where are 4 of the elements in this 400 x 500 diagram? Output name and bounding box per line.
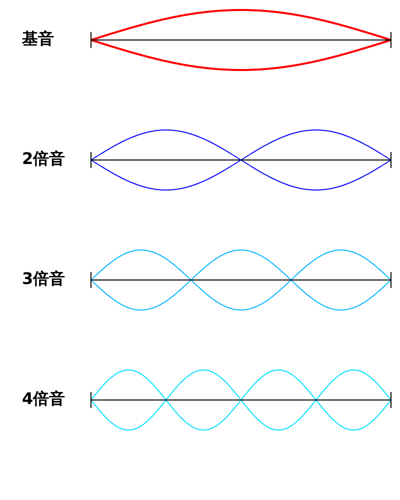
harmonic-label: 2倍音 (22, 150, 66, 168)
harmonic-label: 4倍音 (22, 390, 66, 408)
harmonic-label: 基音 (22, 30, 54, 48)
harmonic-label: 3倍音 (22, 270, 66, 288)
